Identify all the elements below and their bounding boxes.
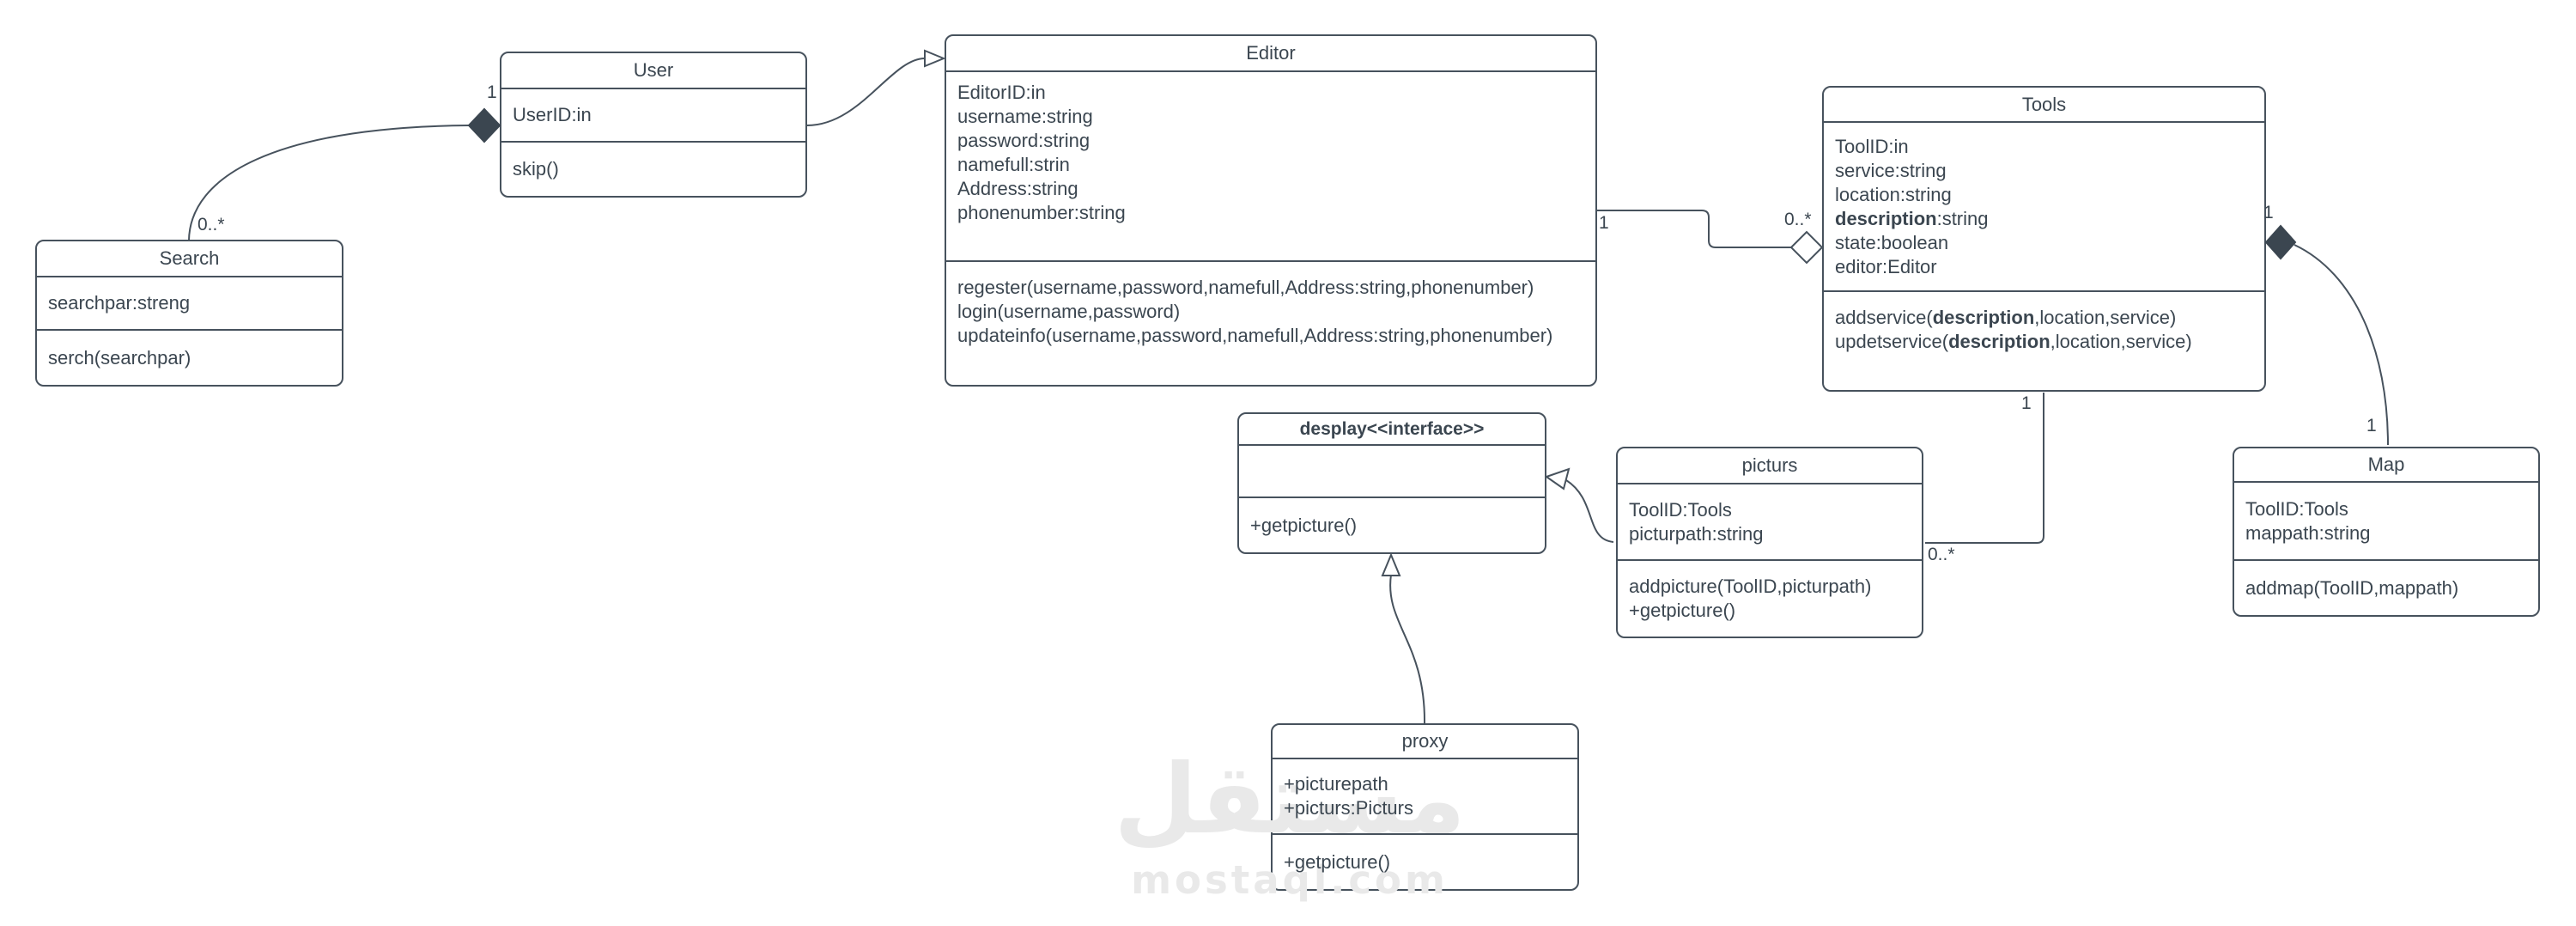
multiplicity-tools-bottom-end: 1 — [2021, 393, 2032, 413]
attribute-line: editor:Editor — [1835, 255, 1937, 277]
class-title: Map — [2367, 454, 2405, 475]
attribute-line: namefull:strin — [957, 154, 1070, 175]
attribute-line: service:string — [1835, 159, 1947, 181]
connector-proxy-display[interactable] — [1389, 574, 1426, 724]
composition-diamond-tools — [2264, 224, 2297, 260]
class-picturs[interactable]: picturs ToolID:Tools picturpath:string a… — [1616, 447, 1923, 638]
methods-section: +getpicture() — [1273, 833, 1577, 889]
attributes-section: UserID:in — [501, 88, 805, 141]
attribute-line: mappath:string — [2245, 521, 2371, 544]
composition-diamond-user — [467, 107, 501, 143]
class-title: Tools — [2021, 93, 2067, 115]
class-title: Editor — [1246, 42, 1296, 64]
multiplicity-tools-right-end: 1 — [2263, 203, 2274, 222]
attribute-line: +picturepath — [1284, 773, 1388, 795]
class-user[interactable]: User UserID:in skip() — [500, 52, 807, 198]
realization-triangle-display-bottom — [1381, 552, 1401, 576]
attribute-line: +picturs:Picturs — [1284, 797, 1413, 819]
open-arrowhead-editor — [924, 49, 946, 68]
method-line: +getpicture() — [1284, 850, 1391, 873]
attribute-line: username:string — [957, 106, 1093, 127]
connector-user-editor[interactable] — [806, 58, 926, 126]
method-rest-part: ,location,service) — [2050, 331, 2192, 352]
connector-editor-tools[interactable] — [1597, 210, 1791, 248]
class-proxy[interactable]: proxy +picturepath +picturs:Picturs +get… — [1271, 723, 1579, 891]
attribute-rest-part: :string — [1936, 207, 1989, 229]
methods-section: regester(username,password,namefull,Addr… — [946, 260, 1595, 385]
aggregation-diamond-tools — [1789, 230, 1824, 265]
class-title: picturs — [1741, 454, 1798, 476]
class-editor[interactable]: Editor EditorID:in username:string passw… — [945, 34, 1597, 387]
attributes-section — [1239, 444, 1545, 497]
connector-picturs-display[interactable] — [1565, 479, 1614, 543]
attribute-line: state:boolean — [1835, 231, 1949, 253]
class-map[interactable]: Map ToolID:Tools mappath:string addmap(T… — [2233, 447, 2540, 617]
connector-search-user[interactable] — [188, 125, 470, 241]
multiplicity-tools-left-end: 0..* — [1784, 210, 1812, 229]
attribute-line: ToolID:Tools — [2245, 497, 2348, 520]
class-title: desplay<<interface>> — [1299, 418, 1485, 439]
class-title: User — [633, 59, 674, 81]
method-line: login(username,password) — [957, 301, 1181, 322]
attribute-line: searchpar:streng — [48, 292, 191, 314]
multiplicity-editor-end: 1 — [1599, 213, 1609, 233]
multiplicity-map-end: 1 — [2366, 416, 2377, 436]
method-line: addservice(description,location,service) — [1835, 306, 2264, 330]
attribute-line: location:string — [1835, 183, 1952, 205]
method-line: skip() — [513, 158, 559, 180]
attributes-section: ToolID:Tools picturpath:string — [1618, 483, 1922, 559]
methods-section: addmap(ToolID,mappath) — [2234, 559, 2538, 615]
class-title: proxy — [1401, 730, 1449, 752]
multiplicity-search-end: 0..* — [197, 215, 225, 235]
attributes-section: searchpar:streng — [37, 276, 342, 329]
methods-section: addservice(description,location,service)… — [1824, 290, 2264, 390]
method-line: updetservice(description,location,servic… — [1835, 330, 2264, 354]
method-line: regester(username,password,namefull,Addr… — [957, 277, 1534, 298]
attribute-line: ToolID:Tools — [1629, 498, 1732, 521]
attribute-line: Address:string — [957, 178, 1078, 199]
attributes-section: EditorID:in username:string password:str… — [946, 70, 1595, 260]
class-display-interface[interactable]: desplay<<interface>> +getpicture() — [1237, 412, 1546, 554]
methods-section: serch(searchpar) — [37, 329, 342, 385]
attributes-section: +picturepath +picturs:Picturs — [1273, 758, 1577, 833]
method-line: addpicture(ToolID,picturpath) — [1629, 576, 1872, 597]
attribute-bold-part: description — [1835, 207, 1937, 229]
attribute-line: EditorID:in — [957, 82, 1046, 103]
attribute-line: picturpath:string — [1629, 522, 1764, 545]
attributes-section: ToolID:Tools mappath:string — [2234, 481, 2538, 559]
method-bold-part: description — [1948, 331, 2050, 352]
methods-section: skip() — [501, 141, 805, 196]
attribute-line: ToolID:in — [1835, 135, 1909, 157]
class-search[interactable]: Search searchpar:streng serch(searchpar) — [35, 240, 343, 387]
methods-section: +getpicture() — [1239, 497, 1545, 552]
attribute-line: phonenumber:string — [957, 202, 1126, 223]
multiplicity-picturs-end: 0..* — [1928, 545, 1955, 564]
method-rest-part: ,location,service) — [2034, 307, 2177, 328]
method-line: +getpicture() — [1629, 600, 1736, 621]
methods-section: addpicture(ToolID,picturpath) +getpictur… — [1618, 559, 1922, 637]
realization-triangle-display-right — [1544, 467, 1571, 490]
method-pre-part: addservice( — [1835, 307, 1933, 328]
class-tools[interactable]: Tools ToolID:in service:string location:… — [1822, 86, 2266, 392]
class-title: Search — [159, 247, 220, 269]
multiplicity-user-end: 1 — [487, 82, 497, 102]
method-line: updateinfo(username,password,namefull,Ad… — [957, 325, 1553, 346]
attribute-line: description:string — [1835, 207, 2264, 231]
method-bold-part: description — [1932, 307, 2035, 328]
method-pre-part: updetservice( — [1835, 331, 1949, 352]
method-line: +getpicture() — [1250, 514, 1358, 536]
method-line: serch(searchpar) — [48, 346, 191, 369]
connector-tools-map[interactable] — [2293, 244, 2389, 446]
method-line: addmap(ToolID,mappath) — [2245, 576, 2459, 599]
connector-tools-picturs[interactable] — [1925, 393, 2044, 544]
attributes-section: ToolID:in service:string location:string… — [1824, 121, 2264, 290]
attribute-line: UserID:in — [513, 104, 592, 125]
attribute-line: password:string — [957, 130, 1091, 151]
